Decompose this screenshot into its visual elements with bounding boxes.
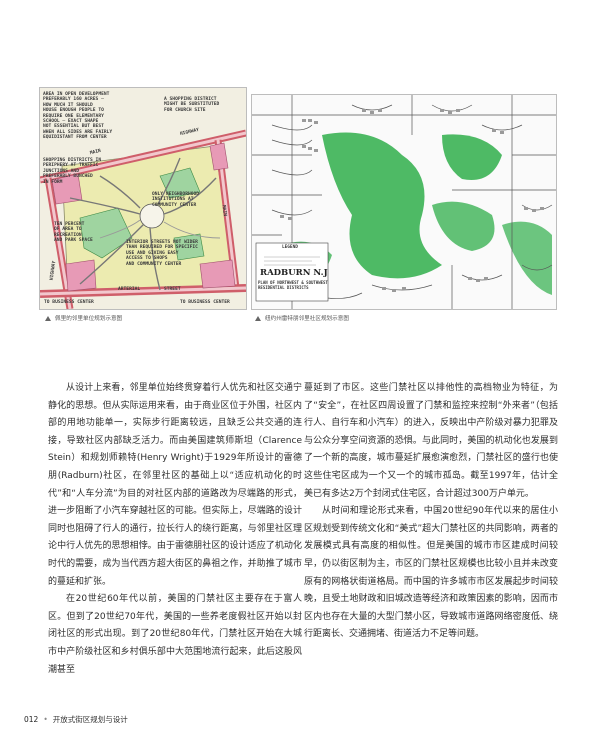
page-number: 012 — [24, 715, 39, 724]
radburn-plan-map — [252, 95, 556, 309]
interior-streets — [69, 157, 217, 291]
radburn-title: RADBURN N.J — [260, 268, 328, 278]
park-space-north — [159, 167, 201, 199]
note-open-development: AREA IN OPEN DEVELOPMENT PREFERABLY 160 … — [43, 92, 113, 141]
neighborhood-unit-diagram: AREA IN OPEN DEVELOPMENT PREFERABLY 160 … — [39, 87, 247, 310]
book-title: 开放式街区规划与设计 — [52, 715, 128, 724]
paragraph: 从设计上来看，邻里单位始终贯穿着行人优先和社区交通宁静化的思想。但从实际运用来看… — [48, 383, 302, 587]
note-shopping-district: A SHOPPING DISTRICT MIGHT BE SUBSTITUTED… — [164, 97, 220, 113]
note-park-space: TEN PERCENT OF AREA TO RECREATION AND PA… — [54, 222, 93, 244]
street-label-business-right: TO BUSINESS CENTER — [180, 300, 230, 305]
body-column-left: 从设计上来看，邻里单位始终贯穿着行人优先和社区交通宁静化的思想。但从实际运用来看… — [48, 380, 302, 679]
green-open-space-east — [442, 134, 502, 180]
shopping-district-ne — [209, 142, 229, 171]
legend-title: LEGEND — [282, 245, 298, 250]
triangle-icon — [255, 316, 261, 321]
green-open-space — [322, 132, 442, 279]
note-community-center: ONLY NEIGHBORHOOD INSTITUTIONS AT COMMUN… — [152, 192, 200, 208]
legend-box — [255, 242, 329, 302]
park-space-east — [173, 233, 205, 261]
note-periphery-shops: SHOPPING DISTRICTS IN PERIPHERY AT TRAFF… — [43, 158, 102, 185]
triangle-icon — [45, 316, 51, 321]
paragraph: 蔓延到了市区。这些门禁社区以排他性的高档物业为特征，为了“安全”，在社区四周设置… — [304, 383, 558, 499]
page-footer: 012 • 开放式街区规划与设计 — [24, 714, 128, 725]
note-interior-streets: INTERIOR STREETS NOT WIDER THAN REQUIRED… — [126, 240, 198, 267]
paragraph: 在20世纪60年代以前，美国的门禁社区主要存在于富人区。但到了20世纪70年代，… — [48, 594, 302, 675]
neighborhood-unit-map — [40, 88, 246, 309]
radburn-plan-diagram: LEGEND RADBURN N.J PLAN OF NORTHWEST & S… — [251, 94, 557, 310]
shopping-district-sw — [65, 259, 97, 292]
radburn-subtitle: PLAN OF NORTHWEST & SOUTHWEST RESIDENTIA… — [258, 280, 328, 290]
community-center — [139, 203, 165, 229]
caption-right-text: 纽约州雷特朋邻里社区规划示意图 — [265, 316, 349, 322]
caption-right: 纽约州雷特朋邻里社区规划示意图 — [255, 314, 349, 322]
street-label-street: STREET — [164, 287, 181, 292]
park-space-west — [79, 207, 133, 259]
bullet-icon: • — [43, 715, 48, 724]
house-blocks — [280, 109, 544, 292]
caption-left: 佩里的邻里单位规划示意图 — [45, 314, 122, 322]
street-label-business-left: TO BUSINESS CENTER — [44, 300, 94, 305]
body-column-right: 蔓延到了市区。这些门禁社区以排他性的高档物业为特征，为了“安全”，在社区四周设置… — [304, 380, 558, 644]
paragraph: 从时间和理论形式来看，中国20世纪90年代以来的居住小区规划受到传统文化和“美式… — [304, 506, 558, 640]
caption-left-text: 佩里的邻里单位规划示意图 — [55, 316, 123, 322]
street-label-arterial: ARTERIAL — [118, 287, 141, 292]
shopping-district-se — [199, 259, 236, 289]
